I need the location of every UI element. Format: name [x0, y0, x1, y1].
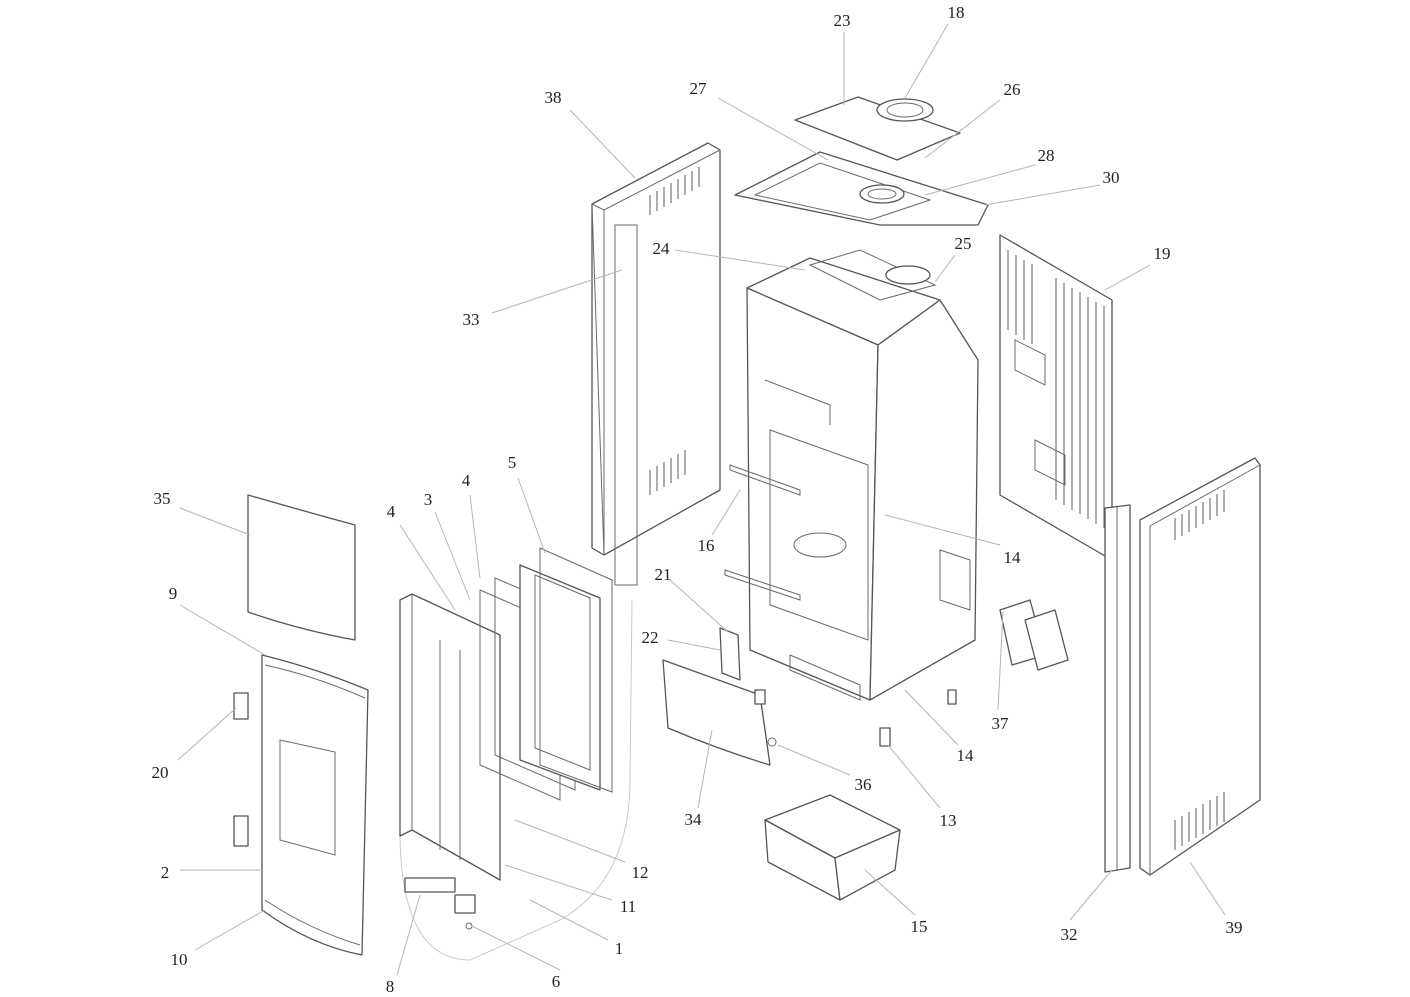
right-side-panel: [1139, 457, 1261, 876]
stove-body: [746, 249, 979, 701]
top-front-cover: [247, 494, 356, 641]
callout-4b: 4: [462, 471, 471, 490]
top-cover-plate: [794, 96, 961, 161]
callout-27: 27: [690, 79, 708, 98]
callout-39: 39: [1226, 918, 1243, 937]
callout-3: 3: [424, 490, 433, 509]
leader-lines: [177, 23, 1226, 976]
rear-grille-vents: [1007, 250, 1105, 528]
callout-20: 20: [152, 763, 169, 782]
callout-37: 37: [992, 714, 1010, 733]
door-hinges: [233, 692, 249, 847]
feet-and-screws: [754, 689, 957, 747]
bottom-fittings: [404, 877, 476, 930]
callout-38: 38: [545, 88, 562, 107]
callout-26: 26: [1004, 80, 1021, 99]
right-panel-vents: [1174, 490, 1225, 850]
callout-14a: 14: [1004, 548, 1022, 567]
callout-21: 21: [655, 565, 672, 584]
top-grille: [734, 151, 989, 226]
callout-19: 19: [1154, 244, 1171, 263]
callout-5: 5: [508, 453, 517, 472]
flue-ring: [876, 98, 934, 122]
callout-25: 25: [955, 234, 972, 253]
callout-8: 8: [386, 977, 395, 996]
callout-16: 16: [698, 536, 715, 555]
callout-22: 22: [642, 628, 659, 647]
callout-10: 10: [171, 950, 188, 969]
inspection-cover: [999, 599, 1069, 671]
rear-upright: [1104, 504, 1131, 873]
callout-24: 24: [653, 239, 671, 258]
callout-32: 32: [1061, 925, 1078, 944]
callout-9: 9: [169, 584, 178, 603]
callout-14b: 14: [957, 746, 975, 765]
door-frame: [399, 593, 501, 881]
callout-15: 15: [911, 917, 928, 936]
front-door: [261, 654, 369, 956]
callout-33: 33: [463, 310, 480, 329]
callouts: 1 2 3 4 4 5 6 8 9 10 11 12 13 14 14 15 1…: [152, 3, 1243, 996]
callout-36: 36: [855, 775, 872, 794]
ash-drawer: [764, 794, 901, 901]
callout-28: 28: [1038, 146, 1055, 165]
left-side-panel: [591, 142, 721, 586]
callout-34: 34: [685, 810, 703, 829]
callout-6: 6: [552, 972, 561, 991]
stove-front-outline: [399, 599, 633, 961]
brackets: [719, 464, 801, 681]
callout-13: 13: [940, 811, 957, 830]
callout-2: 2: [161, 863, 170, 882]
callout-23: 23: [834, 11, 851, 30]
door-glass-panels: [479, 547, 613, 801]
callout-35: 35: [154, 489, 171, 508]
left-panel-vents: [649, 167, 700, 495]
callout-30: 30: [1103, 168, 1120, 187]
callout-18: 18: [948, 3, 965, 22]
ash-panel: [662, 659, 771, 766]
callout-4a: 4: [387, 502, 396, 521]
callout-12: 12: [632, 863, 649, 882]
callout-11: 11: [620, 897, 636, 916]
callout-1: 1: [615, 939, 624, 958]
